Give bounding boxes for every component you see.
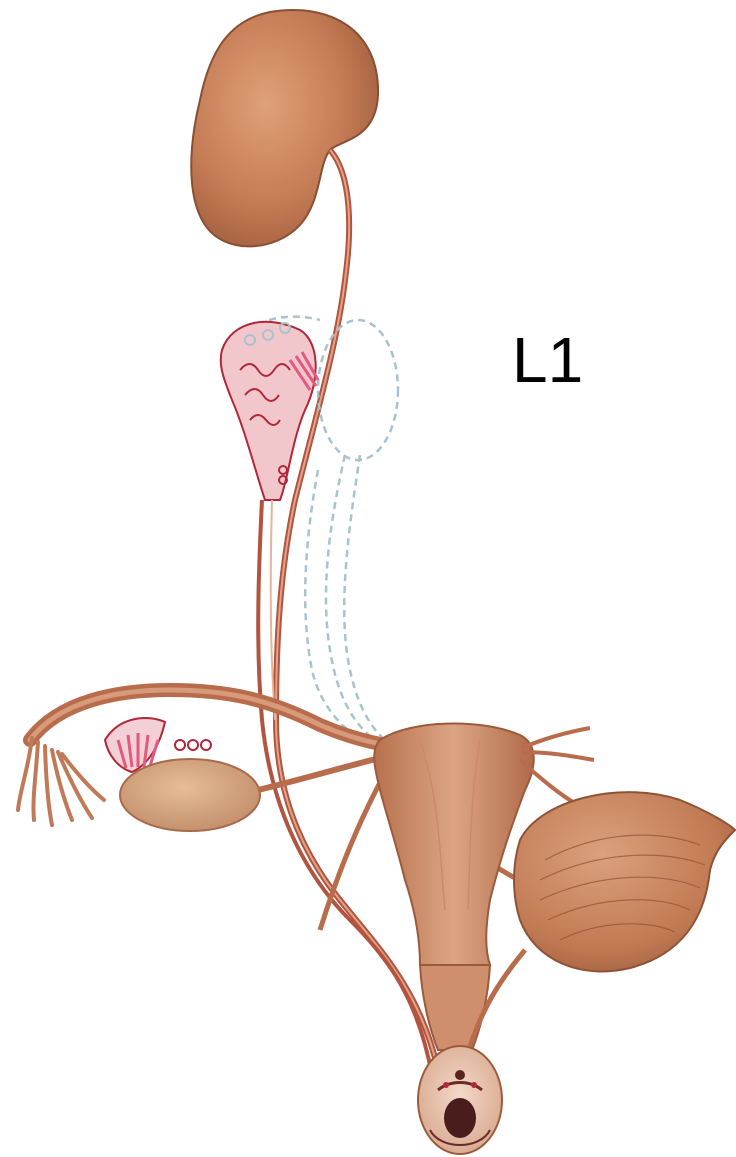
uterus <box>374 724 534 1050</box>
ureter <box>276 150 438 1070</box>
vestibule <box>418 1046 502 1154</box>
ovary <box>120 759 260 831</box>
level-label: L1 <box>512 328 583 392</box>
